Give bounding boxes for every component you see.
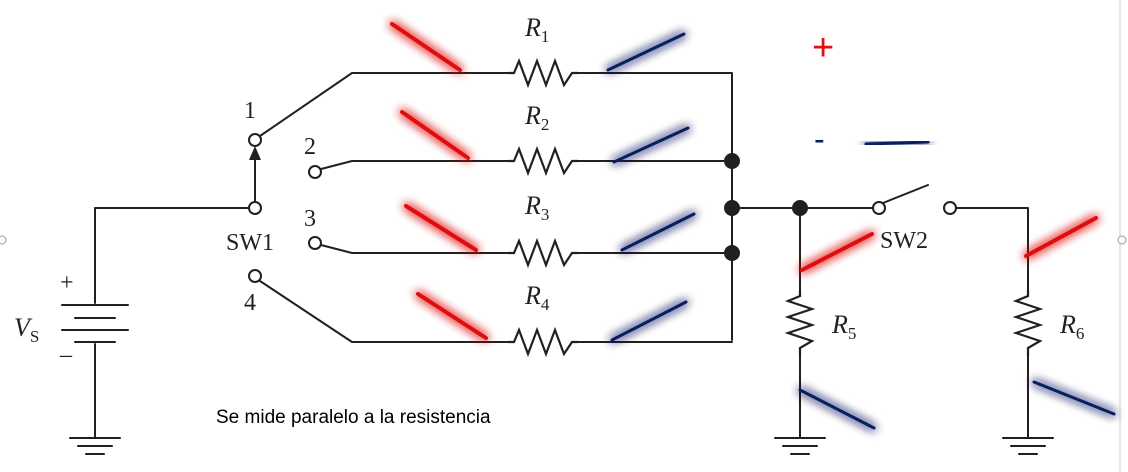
voltage-source xyxy=(61,207,256,455)
resistor-r6 xyxy=(1012,290,1044,356)
resistor-r5 xyxy=(784,290,816,356)
sw1-position-4: 4 xyxy=(244,290,256,316)
sw1-position-2: 2 xyxy=(304,134,316,160)
ground-symbol-source xyxy=(69,437,121,455)
resistor-r2 xyxy=(508,145,578,177)
legend-plus-symbol: + xyxy=(812,27,834,69)
resistor-r3 xyxy=(508,237,578,269)
switch2 xyxy=(872,184,957,215)
r2-label: R2 xyxy=(524,101,549,134)
legend-negative-line xyxy=(864,140,930,146)
sw1-label: SW1 xyxy=(226,230,274,256)
r5-label: R5 xyxy=(831,310,856,343)
sw2-label: SW2 xyxy=(880,228,928,254)
source-label: VS xyxy=(14,313,39,346)
r4-label: R4 xyxy=(524,281,550,314)
source-minus-label: – xyxy=(59,342,73,368)
source-plus-label: + xyxy=(60,270,74,296)
r3-label: R3 xyxy=(524,191,549,224)
branch-wires xyxy=(259,72,1029,439)
handle-right xyxy=(1117,235,1127,245)
r6-label: R6 xyxy=(1059,310,1084,343)
ground-symbol-r6 xyxy=(1002,437,1054,455)
sw1-position-3: 3 xyxy=(304,206,316,232)
handle-left xyxy=(0,235,7,245)
switch1 xyxy=(248,133,322,283)
ground-symbol-r5 xyxy=(774,437,826,455)
measurement-note: Se mide paralelo a la resistencia xyxy=(216,407,491,428)
resistor-r4 xyxy=(508,326,578,358)
r1-label: R1 xyxy=(524,13,549,46)
positive-probe-marks xyxy=(390,22,1098,340)
junction-dots xyxy=(724,153,808,261)
legend-minus-symbol: - xyxy=(814,121,825,157)
sw1-position-1: 1 xyxy=(244,98,256,124)
polarity-legend: + - xyxy=(812,27,932,157)
resistor-r1 xyxy=(508,57,578,89)
negative-probe-marks xyxy=(606,32,1116,430)
